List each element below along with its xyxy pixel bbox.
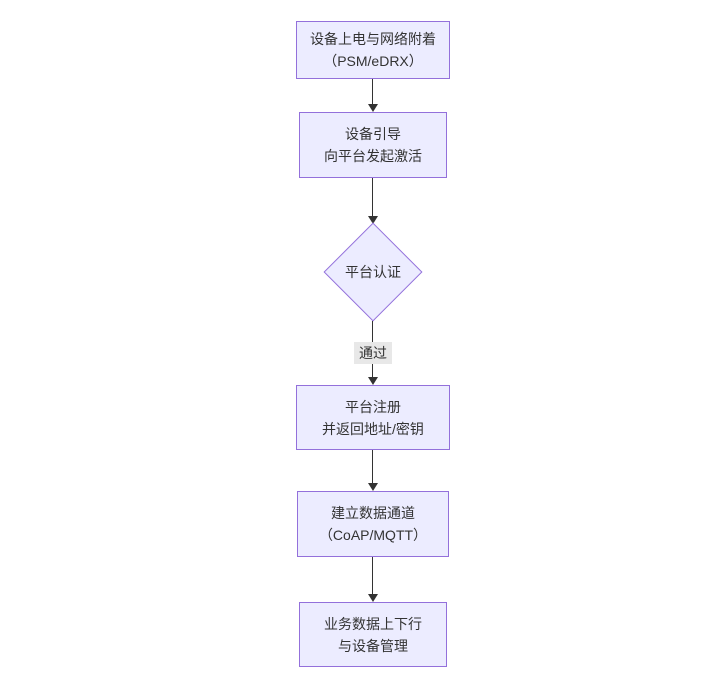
node-business-data: 业务数据上下行 与设备管理 (299, 602, 447, 667)
arrowhead-down-icon (368, 377, 378, 385)
node-label-line: 与设备管理 (338, 637, 408, 654)
node-label-line: 建立数据通道 (331, 505, 415, 521)
edge-arrow-line (372, 557, 373, 595)
edge-arrow-line (372, 178, 373, 217)
node-label-line: （PSM/eDRX） (323, 53, 423, 69)
node-power-on-network-attach: 设备上电与网络附着 （PSM/eDRX） (296, 21, 450, 79)
edge-label-pass: 通过 (354, 342, 392, 364)
node-label-line: 平台认证 (345, 264, 401, 280)
arrowhead-down-icon (368, 483, 378, 491)
node-label-line: 业务数据上下行 (324, 615, 422, 632)
node-label-line: 并返回地址/密钥 (322, 420, 424, 437)
arrowhead-down-icon (368, 104, 378, 112)
node-label-line: 向平台发起激活 (324, 148, 422, 164)
node-label-line: （CoAP/MQTT） (318, 527, 428, 543)
edge-arrow-line (372, 450, 373, 484)
node-label-line: 设备引导 (345, 126, 401, 142)
node-label-line: 平台注册 (345, 398, 401, 415)
arrowhead-down-icon (368, 216, 378, 224)
node-platform-register: 平台注册 并返回地址/密钥 (296, 385, 450, 450)
edge-arrow-line (372, 79, 373, 105)
node-device-bootstrap: 设备引导 向平台发起激活 (299, 112, 447, 178)
node-platform-auth: 平台认证 (323, 222, 423, 322)
node-data-channel: 建立数据通道 （CoAP/MQTT） (297, 491, 449, 557)
node-label-line: 设备上电与网络附着 (310, 31, 436, 47)
arrowhead-down-icon (368, 594, 378, 602)
